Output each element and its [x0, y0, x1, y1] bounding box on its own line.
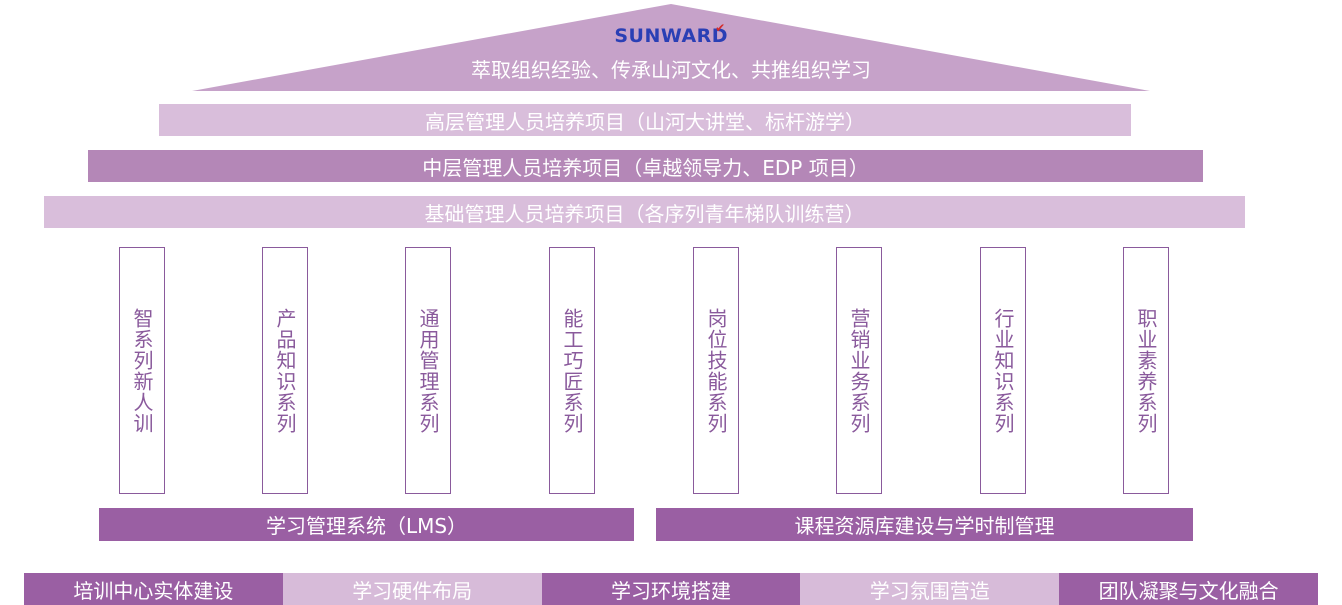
pillar-label: 职业素养系列 — [1134, 307, 1158, 434]
band-label: 中层管理人员培养项目（卓越领导力、EDP 项目） — [422, 155, 869, 180]
foundation-label: 团队凝聚与文化融合 — [1098, 578, 1279, 603]
foundation-atmosphere: 学习氛围营造 — [800, 573, 1060, 605]
foundation-label: 学习氛围营造 — [869, 578, 990, 603]
foundation-training-center: 培训中心实体建设 — [24, 573, 283, 605]
foundation-hardware: 学习硬件布局 — [282, 573, 542, 605]
pillar-job-skills: 岗位技能系列 — [693, 247, 739, 494]
roof-triangle — [192, 4, 1150, 91]
roof-title: 萃取组织经验、传承山河文化、共推组织学习 — [471, 58, 871, 82]
base-label: 学习管理系统（LMS） — [265, 514, 468, 538]
pillar-label: 行业知识系列 — [991, 307, 1015, 434]
pillar-professional-quality: 职业素养系列 — [1123, 247, 1169, 494]
band-label: 高层管理人员培养项目（山河大讲堂、标杆游学） — [425, 109, 865, 134]
band-middle-management: 中层管理人员培养项目（卓越领导力、EDP 项目） — [88, 150, 1203, 182]
band-label: 基础管理人员培养项目（各序列青年梯队训练营） — [424, 201, 865, 226]
base-lms: 学习管理系统（LMS） — [99, 508, 634, 541]
foundation-label: 学习硬件布局 — [352, 578, 473, 603]
base-course-library: 课程资源库建设与学时制管理 — [656, 508, 1193, 541]
pillar-product-knowledge: 产品知识系列 — [262, 247, 308, 494]
pillar-general-management: 通用管理系列 — [405, 247, 451, 494]
pillar-label: 能工巧匠系列 — [560, 307, 584, 434]
sunward-logo: SUNWARD✔ — [0, 21, 1342, 48]
pillar-label: 智系列新人训 — [130, 307, 154, 434]
pillar-label: 产品知识系列 — [273, 307, 297, 434]
logo-accent-icon: ✔ — [715, 21, 726, 35]
foundation-label: 培训中心实体建设 — [73, 578, 234, 603]
band-basic-management: 基础管理人员培养项目（各序列青年梯队训练营） — [44, 196, 1245, 228]
pillar-label: 营销业务系列 — [847, 307, 871, 434]
foundation-team-culture: 团队凝聚与文化融合 — [1059, 573, 1318, 605]
pillar-marketing-business: 营销业务系列 — [836, 247, 882, 494]
band-senior-management: 高层管理人员培养项目（山河大讲堂、标杆游学） — [159, 104, 1131, 136]
pillar-industry-knowledge: 行业知识系列 — [980, 247, 1026, 494]
base-label: 课程资源库建设与学时制管理 — [794, 514, 1055, 538]
pillar-new-hire-training: 智系列新人训 — [119, 247, 165, 494]
foundation-row: 培训中心实体建设 学习硬件布局 学习环境搭建 学习氛围营造 团队凝聚与文化融合 — [24, 573, 1318, 605]
foundation-environment: 学习环境搭建 — [541, 573, 801, 605]
pillar-label: 岗位技能系列 — [704, 307, 728, 434]
pillar-craftsman: 能工巧匠系列 — [549, 247, 595, 494]
foundation-label: 学习环境搭建 — [610, 578, 731, 603]
pillar-label: 通用管理系列 — [416, 307, 440, 434]
logo-text: SUNWARD — [614, 25, 729, 47]
